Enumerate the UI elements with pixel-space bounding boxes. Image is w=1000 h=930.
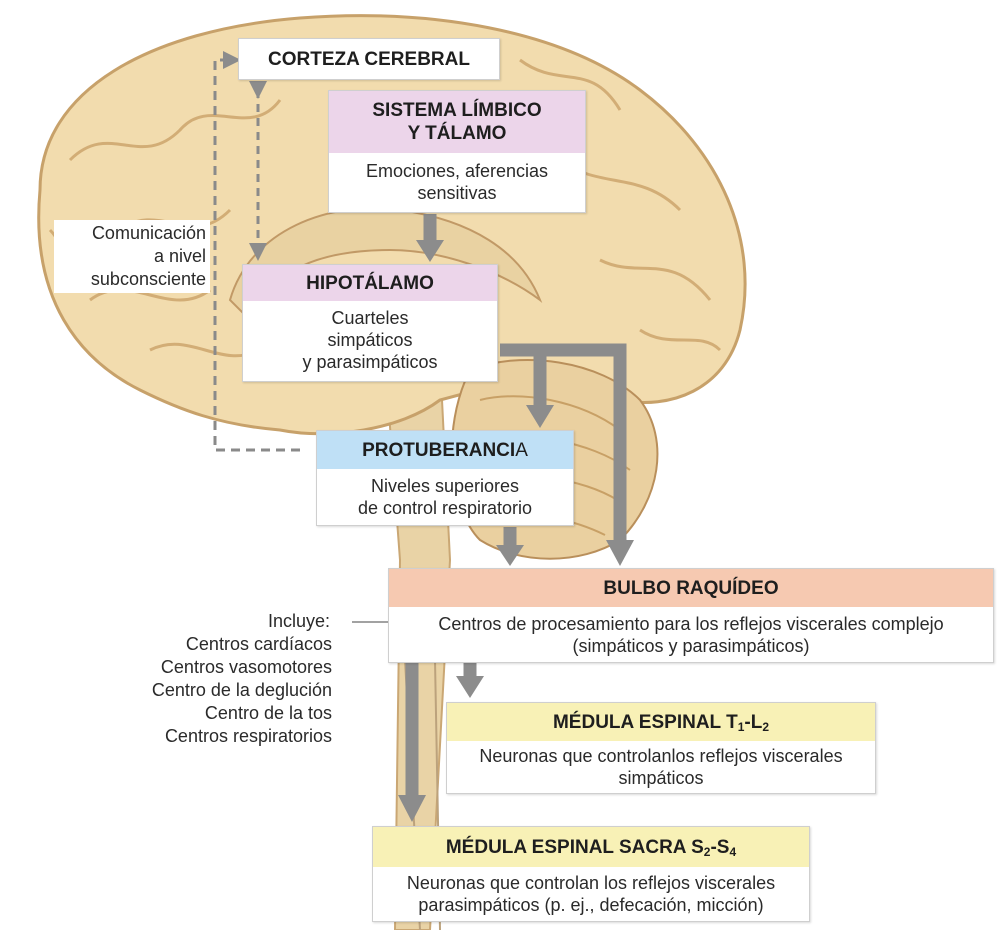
arrow-hypothalamus-to-medulla xyxy=(500,343,627,540)
hypothalamus-description: Cuarteles simpáticos y parasimpáticos xyxy=(243,301,497,379)
pons-desc-line2: de control respiratorio xyxy=(357,498,533,518)
limbic-desc-line2: sensitivas xyxy=(417,183,497,203)
hypothalamus-title: HIPOTÁLAMO xyxy=(243,265,497,301)
includes-item: Centros cardíacos xyxy=(185,634,332,654)
includes-item: Centro de la deglución xyxy=(151,680,332,700)
corpus-callosum xyxy=(228,207,543,322)
includes-item: Centros respiratorios xyxy=(164,726,332,746)
sacral-title: MÉDULA ESPINAL SACRA S xyxy=(445,836,704,858)
flow-arrows xyxy=(405,214,627,795)
cortex-title: CORTEZA CEREBRAL xyxy=(268,48,470,70)
includes-heading: Incluye: xyxy=(267,611,330,631)
sacral-desc-line1: Neuronas que controlan los reflejos visc… xyxy=(406,873,776,893)
medulla-description: Centros de procesamiento para los reflej… xyxy=(389,607,993,662)
thoracolumbar-title: MÉDULA ESPINAL T xyxy=(552,711,738,733)
limbic-description: Emociones, aferencias sensitivas xyxy=(329,153,585,211)
limbic-header: SISTEMA LÍMBICO Y TÁLAMO xyxy=(329,91,585,153)
sacral-sub1: 2 xyxy=(703,844,711,859)
communication-line1: Comunicación xyxy=(91,223,206,243)
thoracolumbar-sub1: 1 xyxy=(737,719,745,734)
thoracolumbar-desc-line2: simpáticos xyxy=(618,768,704,788)
subconscious-dashed-line xyxy=(213,51,300,452)
cortex-box: CORTEZA CEREBRAL xyxy=(238,38,500,80)
includes-item: Centros vasomotores xyxy=(160,657,332,677)
hypothalamus-box: HIPOTÁLAMO Cuarteles simpáticos y parasi… xyxy=(242,264,498,382)
hypothalamus-desc-line1: Cuarteles xyxy=(331,308,409,328)
hypothalamus-desc-line2: simpáticos xyxy=(327,330,413,350)
thoracolumbar-sub2: 2 xyxy=(762,719,770,734)
thoracolumbar-mid: -L xyxy=(744,711,763,733)
medulla-desc-line1: Centros de procesamiento para los reflej… xyxy=(438,613,944,634)
limbic-title-line2: Y TÁLAMO xyxy=(407,123,507,144)
pons-description: Niveles superiores de control respirator… xyxy=(317,469,573,525)
pons-title-tail: A xyxy=(515,439,528,461)
hypothalamus-desc-line3: y parasimpáticos xyxy=(302,352,438,372)
thoracolumbar-desc-line1: Neuronas que controlanlos reflejos visce… xyxy=(479,746,843,766)
limbic-desc-line1: Emociones, aferencias xyxy=(365,161,549,181)
medulla-title: BULBO RAQUÍDEO xyxy=(389,569,993,607)
medulla-includes-list: Incluye: Centros cardíacos Centros vasom… xyxy=(100,610,332,748)
communication-line2: a nivel xyxy=(153,246,206,266)
subconscious-communication-label: Comunicación a nivel subconsciente xyxy=(54,220,210,293)
includes-item: Centro de la tos xyxy=(204,703,332,723)
thoracolumbar-description: Neuronas que controlanlos reflejos visce… xyxy=(447,741,875,793)
sacral-description: Neuronas que controlan los reflejos visc… xyxy=(373,867,809,921)
sacral-sub2: 4 xyxy=(729,844,737,859)
sacral-mid: -S xyxy=(710,836,730,858)
arrow-heads xyxy=(398,240,634,822)
communication-line3: subconsciente xyxy=(90,269,206,289)
limbic-title-line1: SISTEMA LÍMBICO xyxy=(372,100,542,121)
pons-desc-line1: Niveles superiores xyxy=(370,476,520,496)
pons-title: PROTUBERANCI xyxy=(362,439,516,461)
limbic-box: SISTEMA LÍMBICO Y TÁLAMO Emociones, afer… xyxy=(328,90,586,213)
medulla-desc-line2: (simpáticos y parasimpáticos) xyxy=(572,635,810,656)
medulla-box: BULBO RAQUÍDEO Centros de procesamiento … xyxy=(388,568,994,663)
sacral-desc-line2: parasimpáticos (p. ej., defecación, micc… xyxy=(418,895,764,915)
